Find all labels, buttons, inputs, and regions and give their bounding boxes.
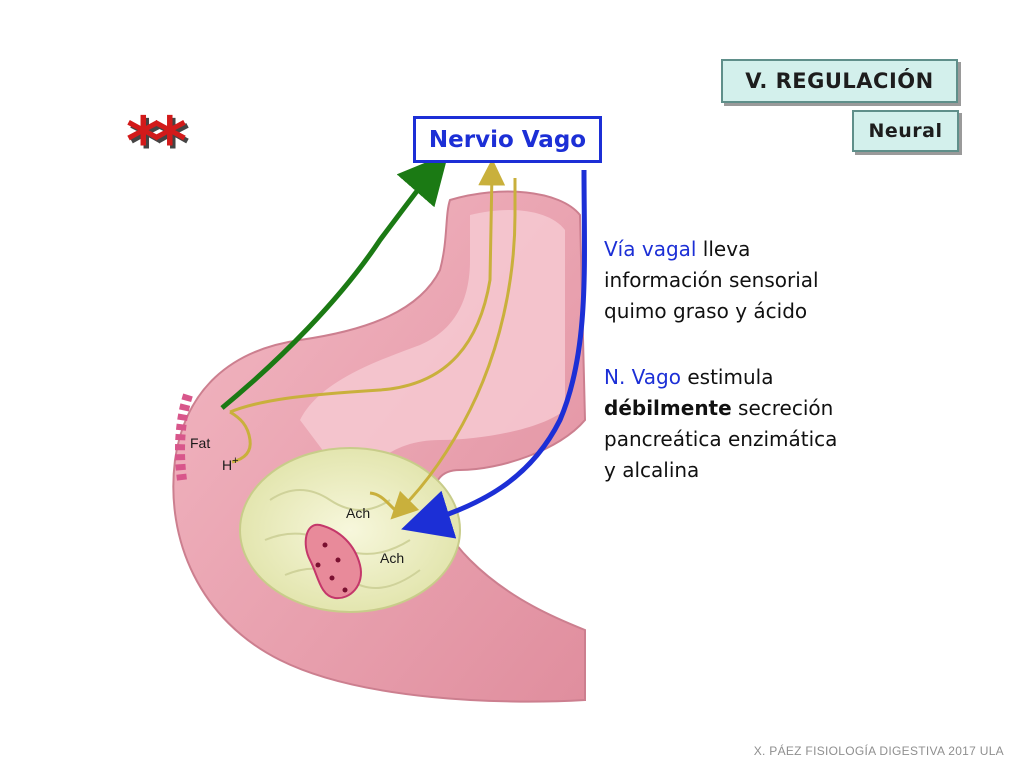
vagus-highlight: N. Vago bbox=[604, 365, 681, 389]
asterisk-marker: ** bbox=[126, 103, 187, 180]
section-tag-regulacion: V. REGULACIÓN bbox=[721, 59, 958, 103]
p2-line2-rest: secreción bbox=[731, 396, 834, 420]
vagal-pathway-highlight: Vía vagal bbox=[604, 237, 697, 261]
acinar-cluster bbox=[304, 523, 362, 600]
duodenum-lumen bbox=[300, 210, 565, 500]
label-ach-lower: Ach bbox=[380, 550, 404, 566]
label-h-plus: H+ bbox=[222, 455, 239, 473]
p1-line2: información sensorial bbox=[604, 268, 819, 292]
mucosa-strip bbox=[175, 393, 193, 481]
p1-line1-rest: lleva bbox=[696, 237, 751, 261]
p2-line3: pancreática enzimática bbox=[604, 427, 838, 451]
vagus-stimulation-paragraph: N. Vago estimula débilmente secreción pa… bbox=[604, 362, 894, 486]
vagal-afferent-fiber bbox=[229, 158, 506, 414]
p2-line1-rest: estimula bbox=[681, 365, 774, 389]
p2-line4: y alcalina bbox=[604, 458, 700, 482]
label-ach-upper: Ach bbox=[346, 505, 370, 521]
green-afferent-arrow bbox=[220, 153, 449, 410]
fiber-branch-ach bbox=[369, 491, 397, 512]
footer-credit: X. PÁEZ FISIOLOGÍA DIGESTIVA 2017 ULA bbox=[753, 744, 1004, 758]
p1-line3: quimo graso y ácido bbox=[604, 299, 808, 323]
acinar-dots bbox=[315, 542, 348, 593]
nervio-vago-label: Nervio Vago bbox=[413, 116, 602, 163]
fiber-branch-fat bbox=[229, 410, 252, 464]
p2-bold-word: débilmente bbox=[604, 396, 732, 420]
section-tag-neural: Neural bbox=[852, 110, 959, 152]
blue-efferent-arrow bbox=[401, 169, 587, 539]
vagal-pathway-paragraph: Vía vagal lleva información sensorial qu… bbox=[604, 234, 894, 327]
label-fat: Fat bbox=[190, 435, 210, 451]
